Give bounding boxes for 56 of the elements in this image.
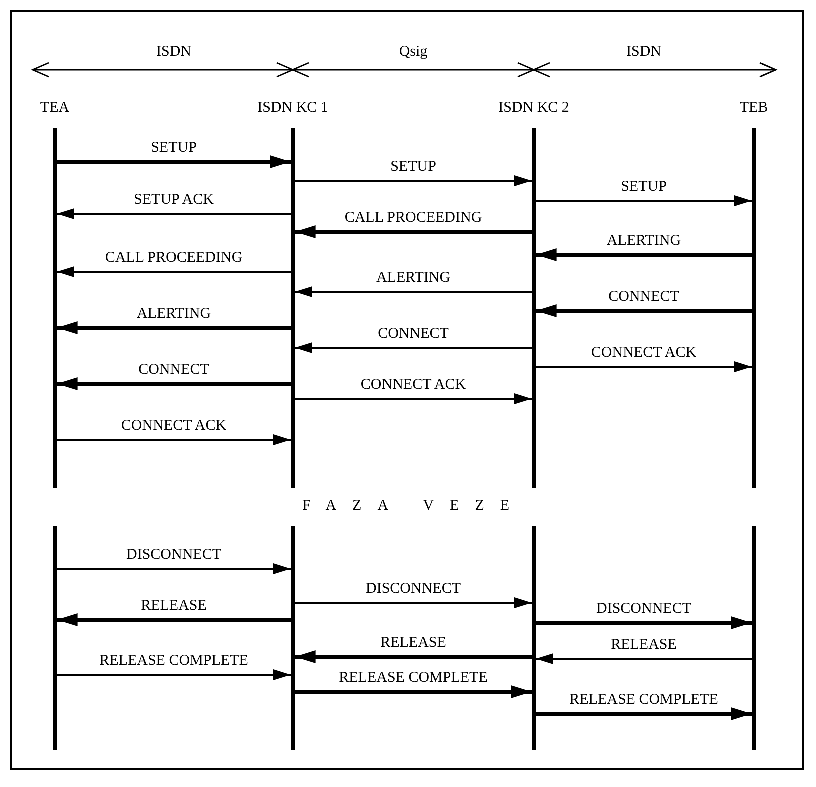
message-label: CONNECT ACK	[591, 345, 697, 362]
message-arrow	[295, 342, 532, 354]
message-arrow	[57, 322, 291, 334]
phase-label: FAZA VEZE	[302, 498, 526, 515]
message-label: SETUP	[151, 140, 197, 157]
message-arrow	[536, 248, 752, 262]
message-arrow	[536, 362, 752, 372]
message-label: SETUP ACK	[134, 192, 214, 209]
message-label: ALERTING	[376, 270, 451, 287]
message-label: CONNECT	[608, 289, 680, 306]
message-label: RELEASE	[141, 598, 207, 615]
message-label: CONNECT ACK	[121, 418, 227, 435]
message-arrow	[295, 686, 532, 698]
message-label: RELEASE COMPLETE	[339, 670, 488, 687]
message-arrow	[57, 564, 291, 574]
participant-label: TEA	[39, 100, 71, 117]
message-label: CALL PROCEEDING	[105, 250, 243, 267]
message-arrow	[57, 156, 291, 168]
participant-label: ISDN KC 2	[498, 100, 570, 117]
message-label: CONNECT ACK	[360, 377, 466, 394]
message-label: DISCONNECT	[126, 547, 222, 564]
network-label: ISDN	[156, 44, 192, 61]
message-label: CONNECT	[378, 326, 449, 343]
message-arrow	[57, 670, 291, 680]
message-label: SETUP	[390, 159, 436, 176]
participant-label: ISDN KC 1	[256, 100, 330, 117]
message-arrow	[57, 378, 291, 390]
message-arrow	[57, 266, 291, 278]
message-label: RELEASE COMPLETE	[100, 653, 248, 670]
network-label: Qsig	[399, 44, 428, 61]
message-arrow	[536, 616, 752, 630]
message-arrow	[295, 286, 532, 298]
message-arrow	[536, 654, 752, 664]
message-arrow	[295, 650, 532, 664]
message-arrow	[295, 394, 532, 404]
message-label: RELEASE COMPLETE	[570, 692, 718, 709]
message-arrow	[536, 196, 752, 206]
message-arrow	[295, 176, 532, 186]
message-label: DISCONNECT	[596, 601, 692, 618]
message-label: RELEASE	[380, 635, 446, 652]
message-label: SETUP	[621, 179, 667, 196]
participant-label: TEB	[738, 100, 770, 117]
message-label: DISCONNECT	[366, 581, 461, 598]
message-label: CONNECT	[138, 362, 210, 379]
message-arrow	[536, 304, 752, 318]
message-label: ALERTING	[606, 233, 682, 250]
message-label: CALL PROCEEDING	[344, 210, 482, 227]
message-arrow	[57, 614, 291, 626]
message-arrow	[57, 434, 291, 446]
network-label: ISDN	[626, 44, 662, 61]
message-arrow	[295, 226, 532, 238]
message-arrow	[295, 598, 532, 608]
message-label: RELEASE	[611, 637, 677, 654]
message-arrow	[536, 708, 752, 720]
message-label: ALERTING	[136, 306, 212, 323]
message-arrow	[57, 208, 291, 220]
